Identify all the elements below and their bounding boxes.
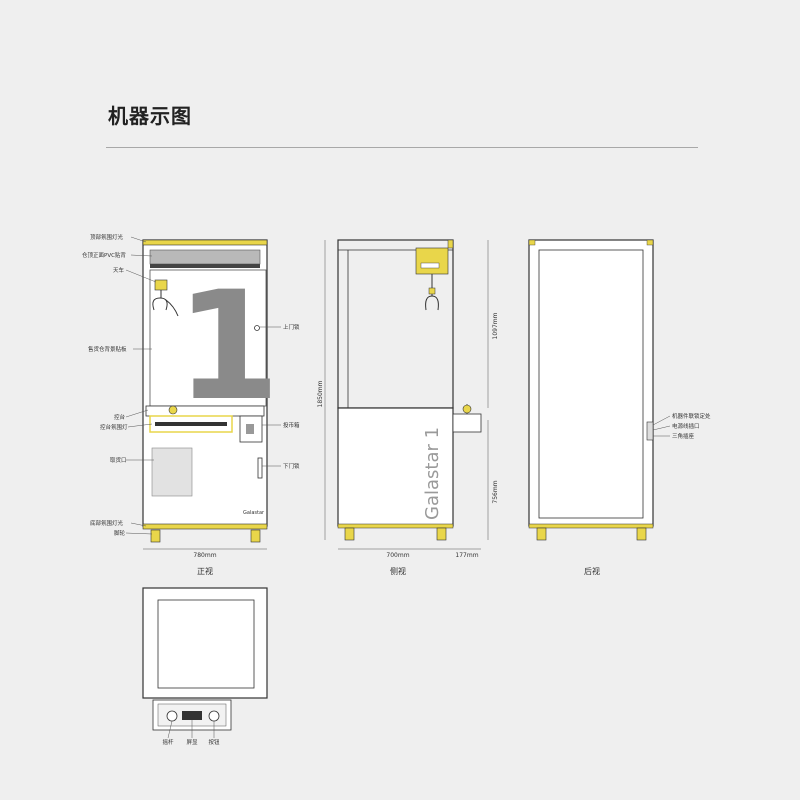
callout-upper-lock: 上门锁 xyxy=(283,323,300,331)
front-lower-lock xyxy=(257,457,263,479)
label-back-view: 后视 xyxy=(584,566,600,576)
top-joystick-icon xyxy=(166,710,178,722)
top-display xyxy=(182,711,202,720)
callout-panel-light: 控台氛围灯 xyxy=(100,423,128,431)
side-wheels xyxy=(344,527,447,541)
back-wheels xyxy=(536,527,647,541)
dim-height-upper: 1097mm xyxy=(492,312,499,339)
callout-backdrop: 售货仓背景贴板 xyxy=(88,345,127,353)
callout-pvc-sticker: 仓顶正面PVC贴背 xyxy=(82,251,126,259)
dim-height-total: 1850mm xyxy=(317,380,324,407)
back-port-panel xyxy=(646,421,654,441)
top-view: 摇杆 屏显 按钮 xyxy=(142,587,268,746)
callout-button: 按钮 xyxy=(208,738,220,746)
side-lower-cabinet xyxy=(337,407,454,527)
front-control-panel xyxy=(145,405,265,417)
label-side-view: 侧视 xyxy=(390,566,406,576)
callout-display: 屏显 xyxy=(186,739,198,746)
dim-height-lower: 756mm xyxy=(492,480,499,503)
dim-side-extra: 177mm xyxy=(455,552,478,559)
front-small-brand: Galastar xyxy=(243,510,265,516)
callout-pickup: 取货口 xyxy=(110,456,127,464)
side-crane-box xyxy=(415,247,449,275)
back-view: 机器件联锁定处 电源线插口 三角插座 后视 xyxy=(528,239,711,576)
front-bottom-light-bar xyxy=(142,523,268,530)
title-divider xyxy=(106,147,698,148)
callout-coin-box: 投币箱 xyxy=(283,421,300,429)
front-header-strip xyxy=(150,264,260,268)
front-pickup-door xyxy=(151,447,193,497)
front-glass-window xyxy=(149,269,267,407)
top-button-icon xyxy=(208,710,220,722)
front-view: 1 Galastar 顶部氛围灯光 仓顶正面PVC贴背 天车 售货仓背 xyxy=(82,233,300,576)
side-top-light xyxy=(447,239,454,249)
page-title: 机器示图 xyxy=(108,104,192,128)
label-front-view: 正视 xyxy=(197,566,213,576)
callout-power: 电源线插口 xyxy=(672,422,700,430)
side-claw-icon xyxy=(425,274,439,311)
callout-switch: 三角插座 xyxy=(672,432,695,440)
callout-top-light: 顶部氛围灯光 xyxy=(90,233,124,241)
side-joystick-icon xyxy=(462,404,472,414)
callout-bottom-light: 底部氛围灯光 xyxy=(90,519,124,527)
dim-front-width: 780mm xyxy=(193,552,216,559)
side-control-panel xyxy=(452,413,482,433)
front-wheels xyxy=(150,529,261,543)
side-brand: Galastar 1 xyxy=(422,427,443,520)
top-glass xyxy=(157,599,255,689)
callout-lower-lock: 下门锁 xyxy=(283,462,300,470)
front-top-light-bar xyxy=(142,239,268,246)
front-joystick-icon xyxy=(168,405,178,415)
callout-joystick: 摇杆 xyxy=(162,738,174,746)
dim-side-width: 700mm xyxy=(386,552,409,559)
callout-network: 机器件联锁定处 xyxy=(672,412,711,420)
back-inner-panel xyxy=(538,249,644,519)
front-claw-icon xyxy=(152,279,179,317)
front-upper-lock-icon xyxy=(254,325,260,331)
callout-wheels: 脚轮 xyxy=(114,529,126,537)
callout-control-panel: 控台 xyxy=(114,413,126,421)
side-view: Galastar 1 1850mm 1097mm 756mm 700mm 177… xyxy=(317,239,499,576)
callout-crane: 天车 xyxy=(113,266,125,274)
front-big-number: 1 xyxy=(176,260,280,434)
